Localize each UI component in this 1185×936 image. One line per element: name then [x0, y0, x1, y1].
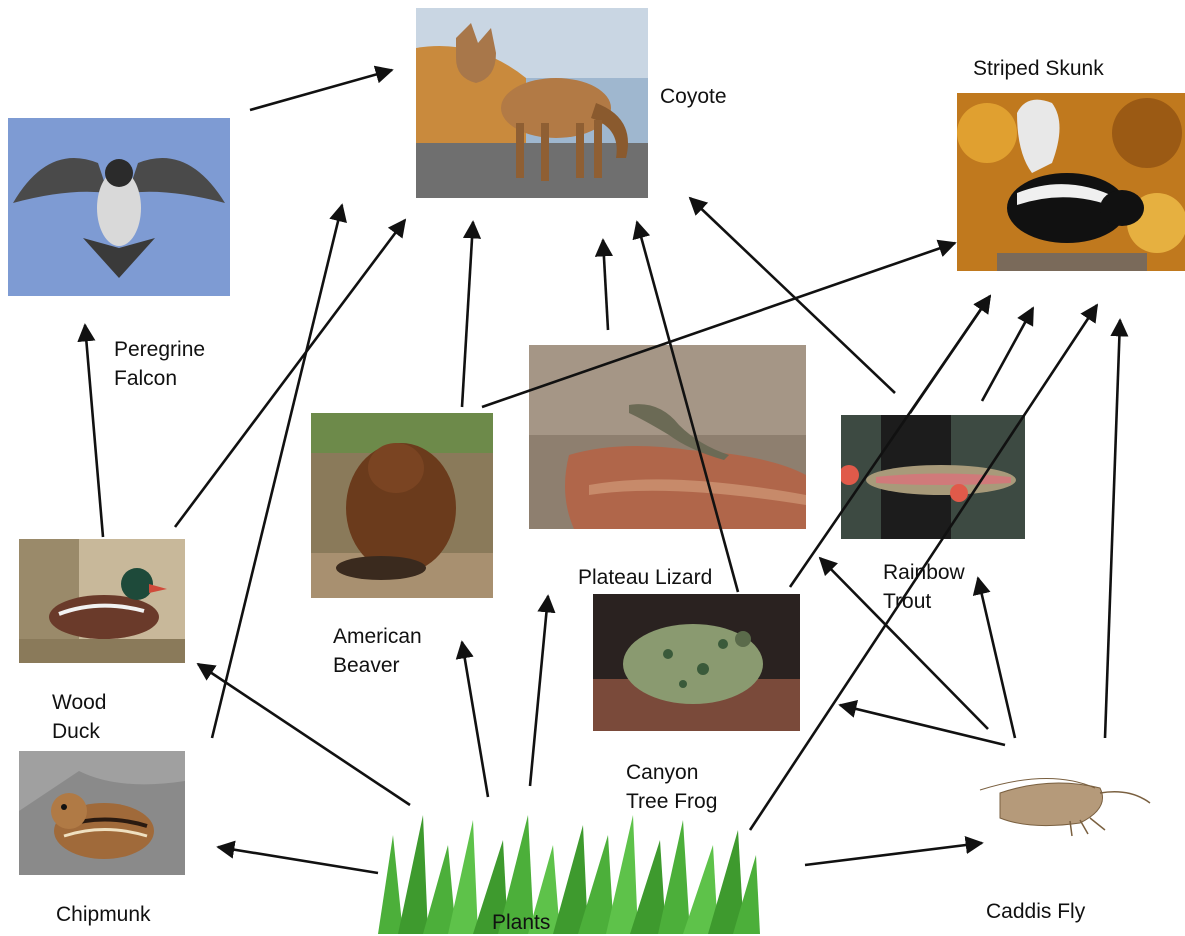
- arrow-plants-to-beaver: [462, 642, 488, 797]
- rainbow-trout-image: [841, 415, 1025, 539]
- chipmunk-label: Chipmunk: [56, 902, 151, 928]
- american-beaver-label-line2: Beaver: [333, 653, 400, 679]
- american-beaver-image: [311, 413, 493, 598]
- arrow-duck-to-falcon: [85, 325, 103, 537]
- coyote-label: Coyote: [660, 84, 727, 110]
- peregrine-falcon-label-line2: Falcon: [114, 366, 177, 392]
- wood-duck-label-line1: Wood: [52, 690, 106, 716]
- arrow-falcon-to-coyote: [250, 70, 392, 110]
- plants-label: Plants: [492, 910, 550, 936]
- plants-image: [378, 815, 760, 934]
- caddis-fly-image: [960, 768, 1160, 838]
- rainbow-trout-label-line2: Trout: [883, 589, 931, 615]
- arrow-caddis-to-trout-b: [978, 578, 1015, 738]
- striped-skunk-label: Striped Skunk: [973, 56, 1104, 82]
- canyon-tree-frog-label-line2: Tree Frog: [626, 789, 717, 815]
- peregrine-falcon-label-line1: Peregrine: [114, 337, 205, 363]
- arrow-caddis-to-skunk: [1105, 320, 1120, 738]
- arrow-trout-to-skunk-b: [982, 308, 1033, 401]
- peregrine-falcon-image: [8, 118, 230, 296]
- canyon-tree-frog-label-line1: Canyon: [626, 760, 698, 786]
- arrow-plants-to-duck: [198, 664, 410, 805]
- striped-skunk-image: [957, 93, 1185, 271]
- arrow-plants-to-chipmunk: [218, 847, 378, 873]
- coyote-image: [416, 8, 648, 198]
- canyon-tree-frog-image: [593, 594, 800, 731]
- wood-duck-image: [19, 539, 185, 663]
- american-beaver-label-line1: American: [333, 624, 422, 650]
- arrow-plants-to-lizard: [530, 596, 548, 786]
- chipmunk-image: [19, 751, 185, 875]
- arrow-plants-to-caddis: [805, 843, 982, 865]
- plateau-lizard-image: [529, 345, 806, 529]
- arrow-caddis-to-frog: [840, 705, 1005, 745]
- arrow-beaver-to-coyote: [462, 222, 473, 407]
- rainbow-trout-label-line1: Rainbow: [883, 560, 965, 586]
- plateau-lizard-label: Plateau Lizard: [578, 565, 712, 591]
- arrow-trout-to-skunk-a: [910, 296, 990, 413]
- wood-duck-label-line2: Duck: [52, 719, 100, 745]
- arrow-lizard-to-coyote: [603, 240, 608, 330]
- caddis-fly-label: Caddis Fly: [986, 899, 1085, 925]
